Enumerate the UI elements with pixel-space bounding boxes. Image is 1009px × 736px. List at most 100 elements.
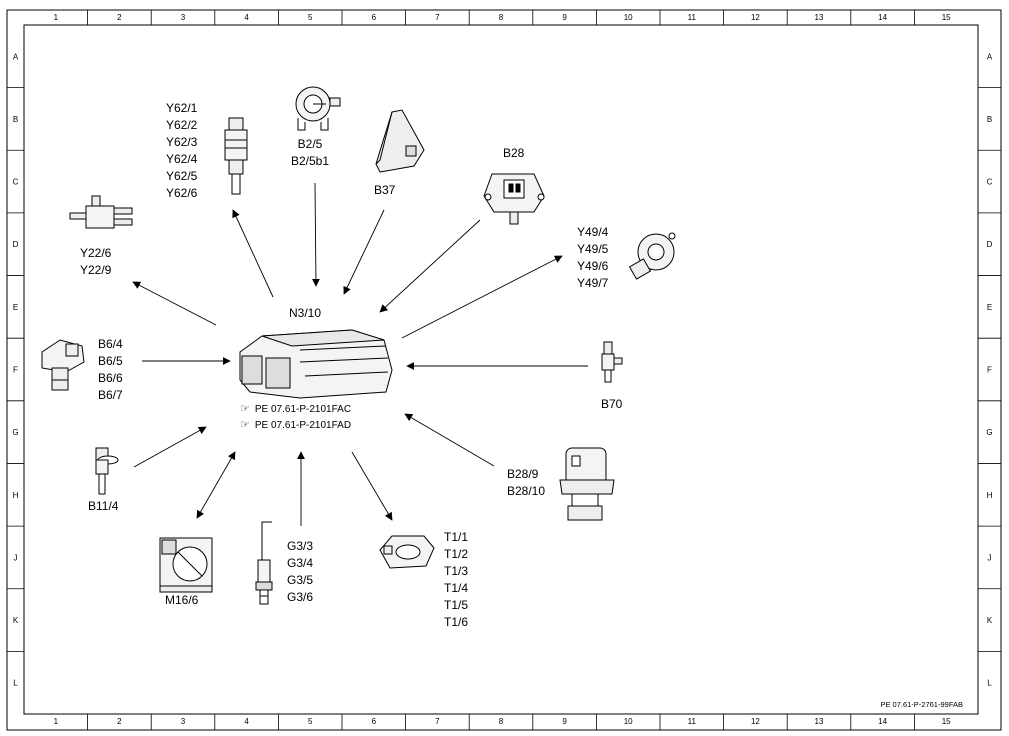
grid-label: D	[13, 240, 19, 249]
grid-label: K	[13, 616, 19, 625]
grid-label: D	[987, 240, 993, 249]
arrow-b11	[133, 426, 207, 468]
arrow-y49	[401, 255, 563, 339]
component-code: Y49/6	[577, 259, 609, 273]
pedal-sensor-drawing	[375, 109, 425, 173]
grid-label: 15	[942, 13, 951, 22]
grid-label: 14	[878, 717, 887, 726]
grid-label: 15	[942, 717, 951, 726]
grid-label: C	[987, 178, 993, 187]
oxygen-sensor-drawing	[255, 521, 273, 605]
grid-label: 12	[751, 717, 760, 726]
grid-label: G	[986, 428, 992, 437]
grid-label: H	[987, 491, 993, 500]
grid-label: 7	[435, 13, 440, 22]
component-code: G3/3	[287, 539, 314, 553]
label-b37: B37	[374, 182, 395, 199]
ignition-coil-drawing	[379, 535, 435, 569]
grid-label: B	[987, 115, 992, 124]
center-ref-1[interactable]: ☞PE 07.61-P-2101FAC	[240, 402, 352, 415]
component-code: B6/7	[98, 388, 123, 402]
grid-label: 4	[244, 13, 249, 22]
grid-label: H	[13, 491, 19, 500]
grid-label: 8	[499, 717, 504, 726]
component-code: B11/4	[88, 499, 119, 513]
grid-label: 6	[372, 717, 377, 726]
grid-label: 12	[751, 13, 760, 22]
document-reference: PE 07.61-P-2761-99FAB	[880, 700, 963, 709]
center-ref-2[interactable]: ☞PE 07.61-P-2101FAD	[240, 418, 352, 431]
grid-label: 3	[181, 13, 186, 22]
component-code: Y62/4	[166, 152, 198, 166]
component-code: T1/1	[444, 530, 469, 544]
component-code: Y22/6	[80, 246, 112, 260]
component-code: G3/5	[287, 573, 314, 587]
component-code: T1/4	[444, 581, 469, 595]
grid-label: 14	[878, 13, 887, 22]
arrow-y22	[132, 281, 217, 326]
grid-label: 11	[688, 717, 697, 726]
grid-label: F	[987, 366, 992, 375]
arrow-b2	[311, 182, 320, 287]
grid-label: 5	[308, 717, 313, 726]
sensor-b28-9-drawing	[559, 447, 615, 521]
grid-label: F	[13, 366, 18, 375]
crankshaft-sensor-drawing	[601, 341, 623, 383]
label-b70: B70	[601, 396, 622, 413]
component-code: B28/9	[507, 467, 539, 481]
injector-drawing	[224, 117, 248, 195]
component-code: G3/4	[287, 556, 314, 570]
center-unit-label: N3/10	[289, 306, 322, 320]
component-code: Y49/7	[577, 276, 609, 290]
grid-label: 9	[562, 13, 567, 22]
grid-label: 1	[54, 717, 59, 726]
grid-label: J	[988, 553, 992, 562]
control-unit-drawing	[239, 329, 393, 399]
grid-label: 10	[624, 13, 633, 22]
component-code: Y49/5	[577, 242, 609, 256]
camshaft-adjuster-drawing	[628, 232, 676, 280]
label-b28: B28	[503, 145, 524, 162]
coolant-sensor-drawing	[95, 447, 119, 495]
throttle-actuator-drawing	[159, 537, 213, 593]
grid-label: 10	[624, 717, 633, 726]
arrow-y62	[232, 209, 274, 298]
component-code: B6/4	[98, 337, 123, 351]
grid-label: K	[987, 616, 993, 625]
component-code: B6/5	[98, 354, 123, 368]
grid-label: 1	[54, 13, 59, 22]
grid-label: 7	[435, 717, 440, 726]
pointing-hand-icon: ☞	[240, 418, 250, 431]
component-code: G3/6	[287, 590, 314, 604]
component-code: Y62/3	[166, 135, 198, 149]
arrow-b37	[343, 209, 385, 295]
grid-label: 9	[562, 717, 567, 726]
grid-label: 5	[308, 13, 313, 22]
grid-label: 4	[244, 717, 249, 726]
component-code: T1/2	[444, 547, 469, 561]
component-code: Y62/1	[166, 101, 198, 115]
grid-label: 8	[499, 13, 504, 22]
component-code: T1/6	[444, 615, 469, 629]
grid-label: L	[13, 679, 18, 688]
grid-label: L	[987, 679, 992, 688]
component-code: T1/3	[444, 564, 469, 578]
grid-label: 13	[815, 13, 824, 22]
grid-label: E	[13, 303, 18, 312]
grid-label: 3	[181, 717, 186, 726]
grid-label: A	[13, 52, 19, 61]
component-code: B28/10	[507, 484, 546, 498]
grid-label: G	[12, 428, 18, 437]
grid-reference-marks	[7, 10, 1001, 730]
pointing-hand-icon: ☞	[240, 402, 250, 415]
component-code: B2/5b1	[291, 154, 330, 168]
arrow-t1	[351, 451, 393, 521]
